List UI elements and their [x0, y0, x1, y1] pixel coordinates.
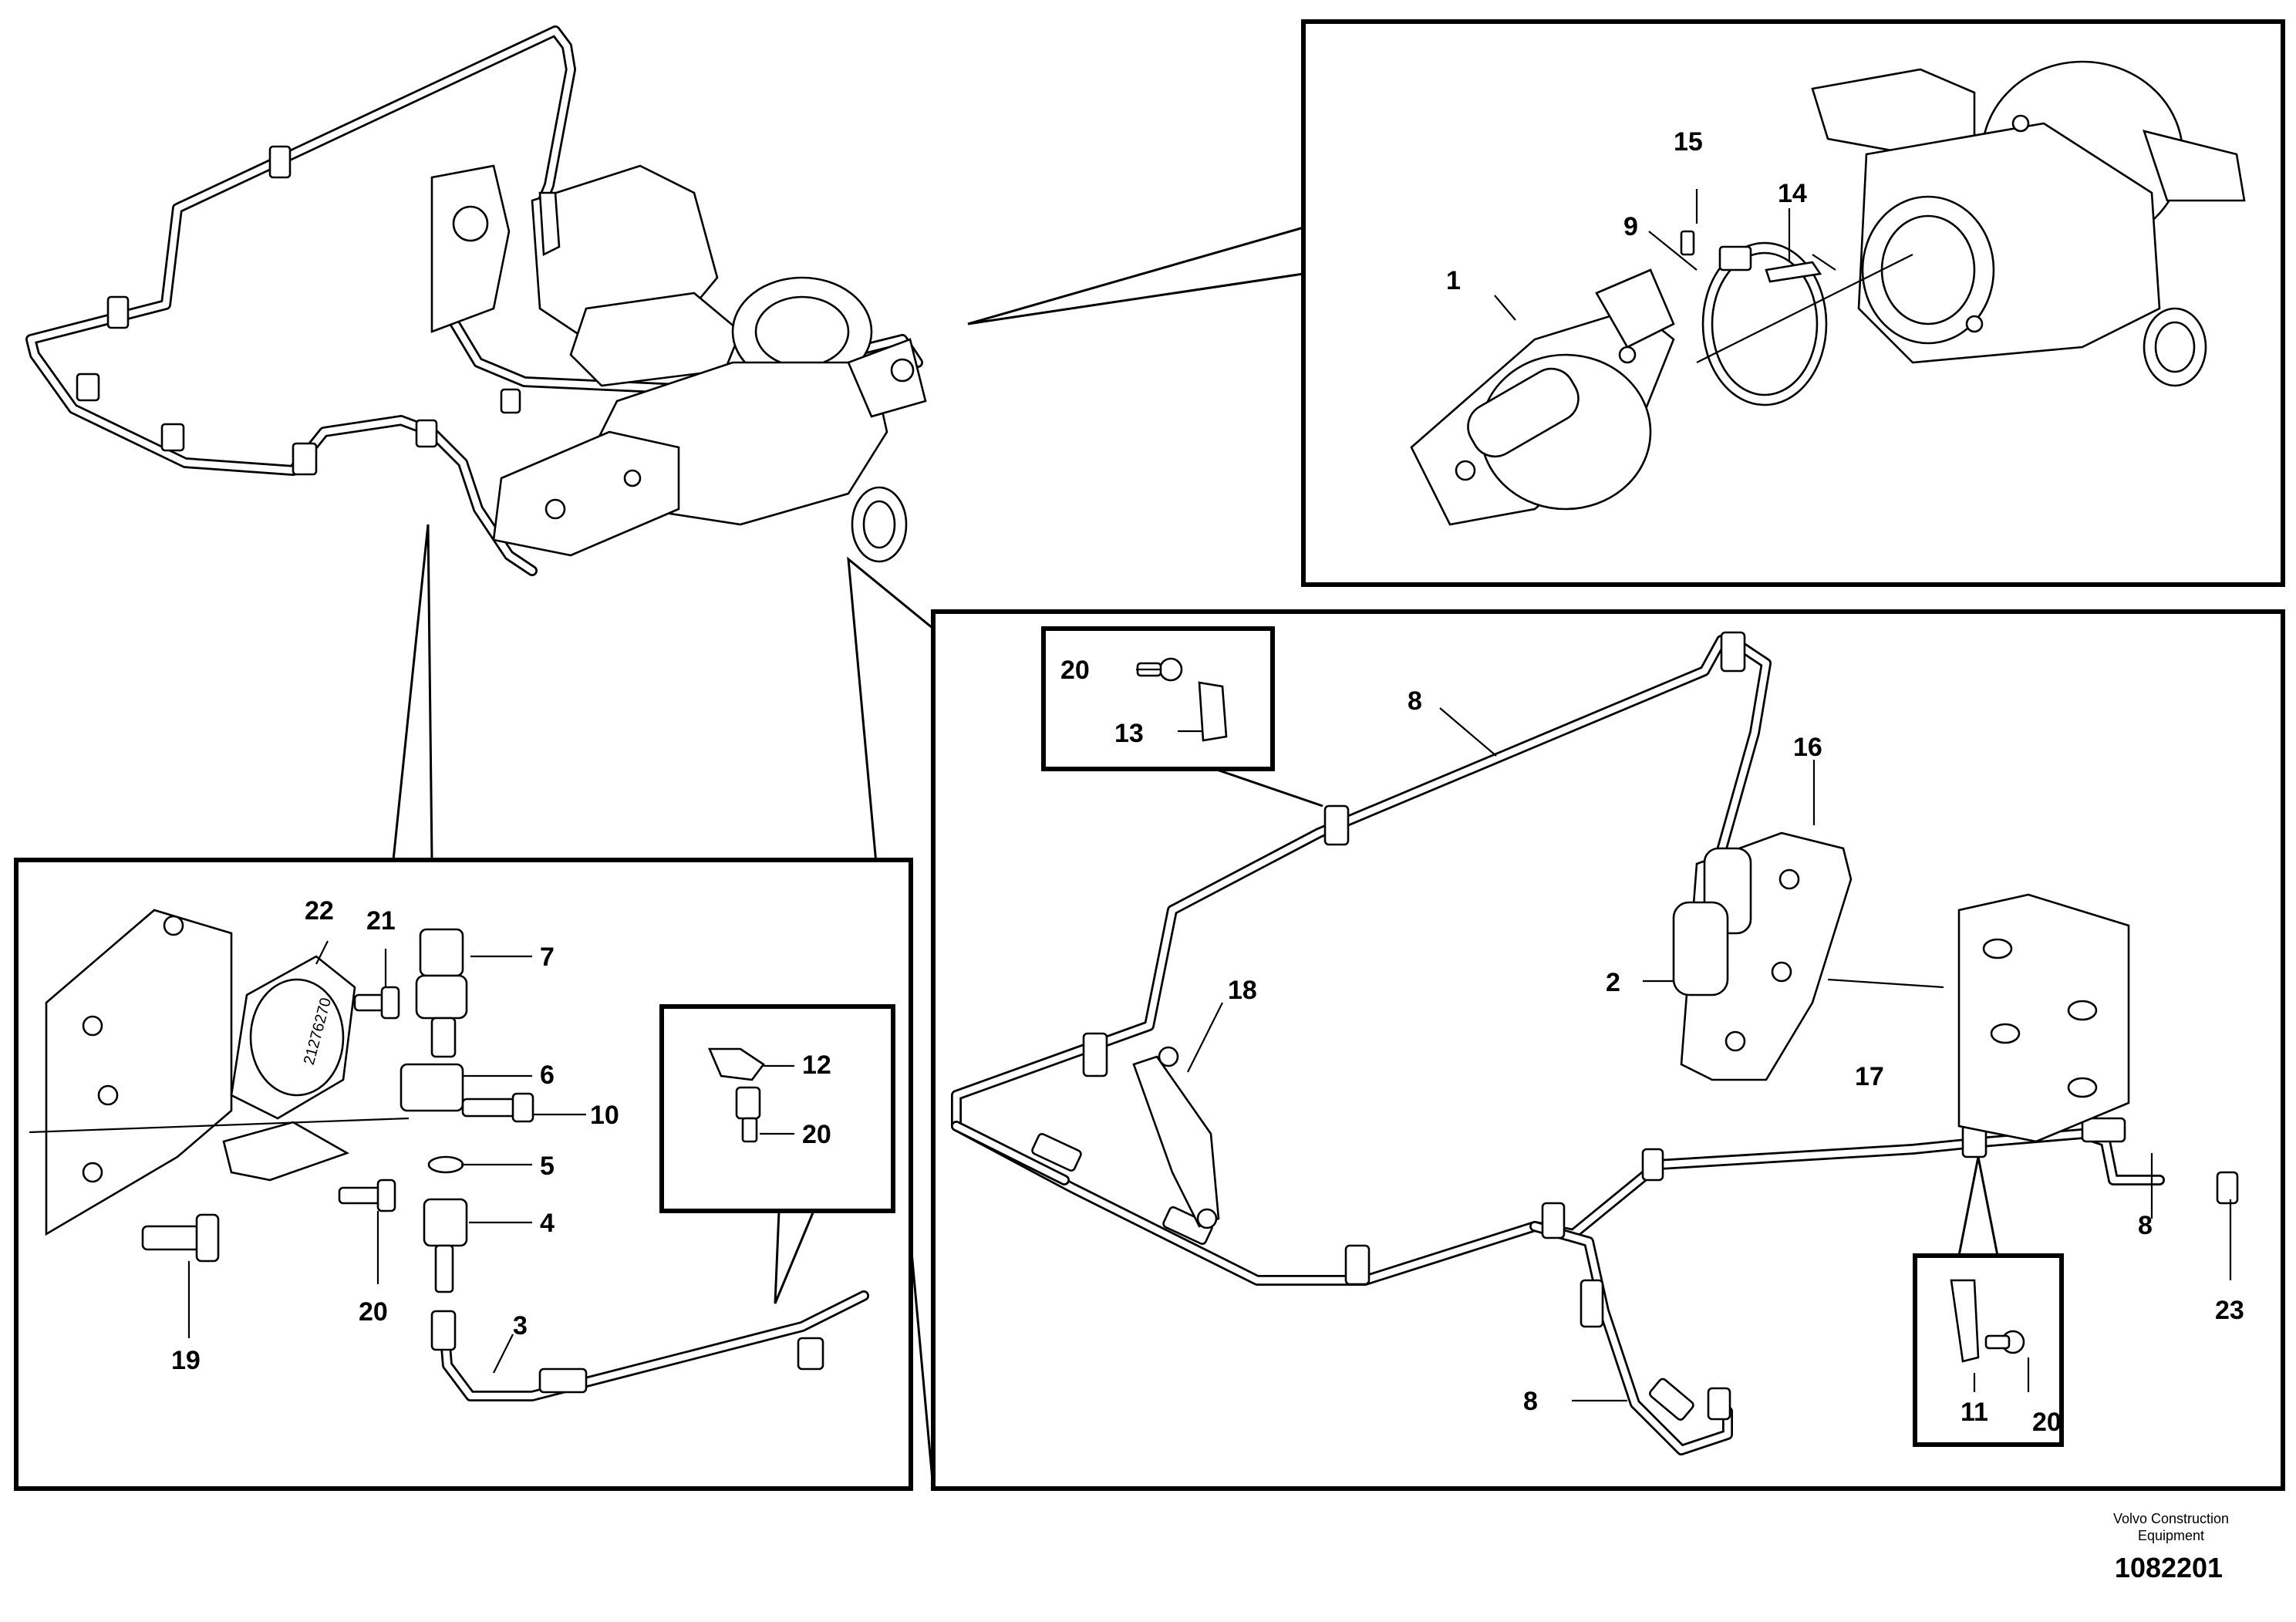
callout-17: 17: [1855, 1062, 1884, 1091]
callout-20-inset11: 20: [2032, 1408, 2062, 1437]
inset-clip-12: [659, 1004, 895, 1213]
callout-13: 13: [1114, 719, 1144, 748]
callout-6: 6: [540, 1061, 555, 1090]
callout-8-top: 8: [1408, 686, 1422, 716]
callout-20-left: 20: [359, 1297, 388, 1327]
overview-assembly: [25, 25, 927, 576]
panel-sensor-detail: 21276270: [14, 858, 913, 1491]
callout-8-bottom: 8: [1523, 1387, 1538, 1416]
panel-pipe-detail: [931, 609, 2285, 1491]
callout-15: 15: [1674, 127, 1703, 157]
callout-22: 22: [305, 896, 334, 926]
turbo-housing: [1811, 60, 2246, 387]
overview-turbocharger: [430, 164, 927, 563]
callout-1: 1: [1446, 266, 1461, 295]
callout-21: 21: [366, 906, 396, 936]
callout-4: 4: [540, 1209, 555, 1238]
credit-company: Volvo Construction: [2113, 1511, 2229, 1526]
callout-9: 9: [1623, 212, 1638, 241]
callout-8-right: 8: [2138, 1211, 2153, 1240]
drawing-number: 1082201: [2115, 1552, 2223, 1583]
inset-clip-13: [1041, 626, 1275, 771]
callout-11: 11: [1961, 1398, 1988, 1427]
pressure-sensor-7: [400, 928, 534, 1293]
pipe-clips: [1031, 631, 2239, 1421]
actuator-unit: [1410, 268, 1675, 526]
overview-clips: [76, 145, 521, 476]
callout-16: 16: [1793, 733, 1822, 762]
callout-12: 12: [802, 1050, 831, 1080]
callout-19: 19: [171, 1346, 201, 1375]
pipe-bracket: [1132, 1046, 1220, 1229]
sensor-cover-22: 21276270: [230, 955, 356, 1120]
mounting-plate: [45, 909, 233, 1236]
panel-actuator-detail: [1301, 19, 2285, 587]
callout-18: 18: [1228, 976, 1257, 1005]
callout-7: 7: [540, 943, 555, 972]
credit-company-line2: Equipment: [2138, 1528, 2204, 1543]
callout-10: 10: [590, 1101, 619, 1130]
hose-3: [430, 1290, 869, 1401]
callout-5: 5: [540, 1152, 555, 1181]
bolts: [141, 986, 400, 1263]
callout-23: 23: [2215, 1296, 2244, 1325]
credit-block: Volvo Construction Equipment 1082201: [2113, 1511, 2229, 1583]
callout-14: 14: [1778, 179, 1807, 208]
callout-labels: 1 9 15 14 20 13 8 16 18 2 17 8 23 8 11 2…: [171, 127, 2244, 1437]
inset-clip-11: [1913, 1253, 2064, 1447]
callout-20-inset13: 20: [1060, 656, 1090, 685]
clamp-ring: [1680, 230, 1828, 406]
pressure-sensor-assembly: [1672, 831, 1853, 1081]
callout-3: 3: [513, 1311, 528, 1340]
callout-20-inset12: 20: [802, 1120, 831, 1149]
mounting-bracket: [1957, 893, 2130, 1143]
callout-2: 2: [1606, 968, 1620, 997]
